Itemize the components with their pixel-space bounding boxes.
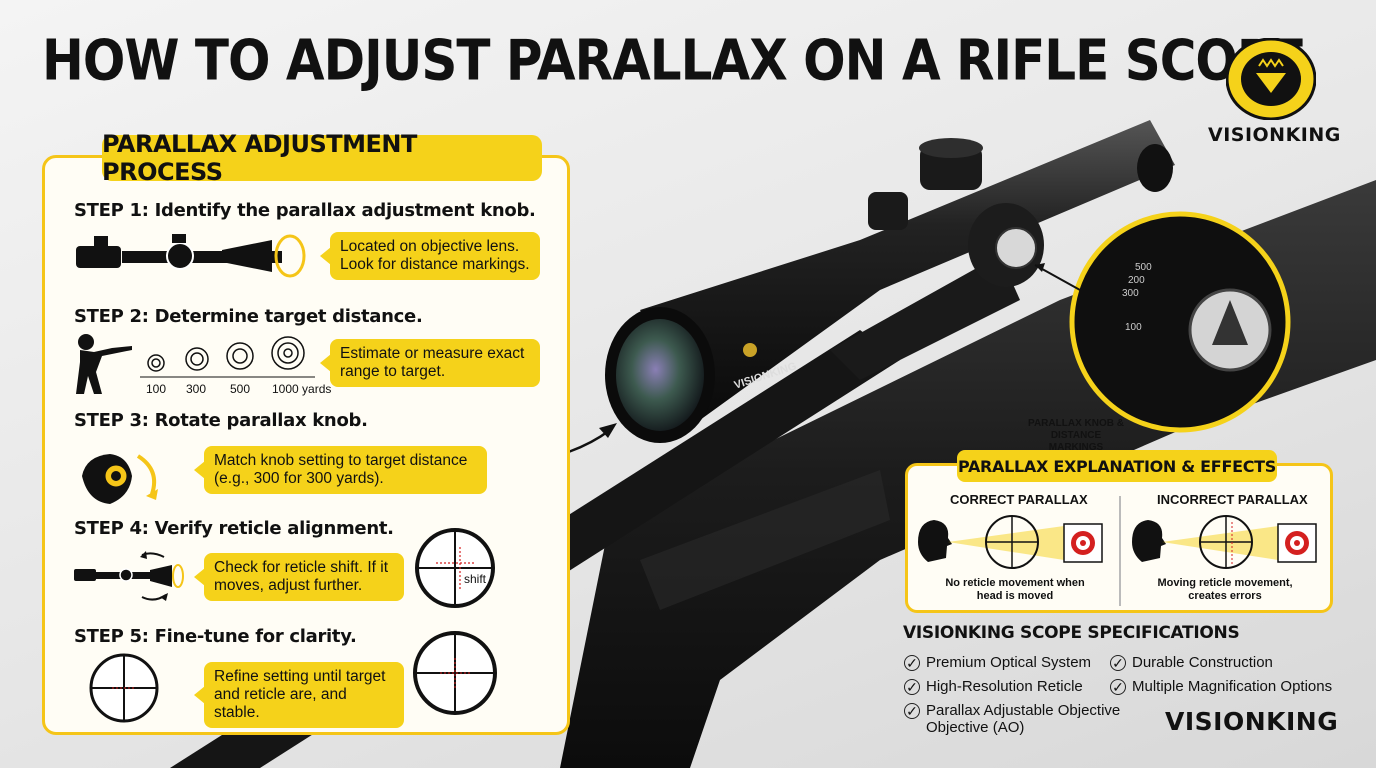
spec-label: Parallax Adjustable Objective Objective … [926,702,1121,736]
knob-zoom-circle [1069,211,1291,433]
page-title: HOW TO ADJUST PARALLAX ON A RIFLE SCOPE [42,28,1307,93]
distance-label: 300 [186,382,207,396]
knob-mark-label: 100 [1125,322,1142,333]
reticle-icon-left [89,653,159,723]
brand-name-top: VISIONKING [1208,124,1341,146]
spec-item: ✓ Parallax Adjustable Objective Objective… [904,702,1134,736]
check-icon: ✓ [904,655,920,671]
process-header: PARALLAX ADJUSTMENT PROCESS [102,130,542,186]
correct-parallax-diagram [918,515,1103,569]
step-2-title: STEP 2: Determine target distance. [74,306,423,327]
spec-label: High-Resolution Reticle [926,678,1083,695]
check-icon: ✓ [904,679,920,695]
knob-mark-label: 300 [1122,288,1139,299]
step-4-title: STEP 4: Verify reticle alignment. [74,518,394,539]
step-1-note: Located on objective lens. Look for dist… [320,232,540,280]
distance-targets [140,336,315,378]
step-3-title: STEP 3: Rotate parallax knob. [74,410,368,431]
reticle-shift-icon [415,528,495,608]
step-2-note: Estimate or measure exact range to targe… [320,339,540,387]
reticle-shift-label: shift [464,572,487,586]
brand-name-bottom: VISIONKING [1165,707,1339,736]
check-icon: ✓ [1110,679,1126,695]
scope-icon [76,234,306,278]
brand-logo-icon [1226,38,1316,120]
specs-title: VISIONKING SCOPE SPECIFICATIONS [903,623,1240,643]
shooter-icon [76,334,132,394]
step-5-note: Refine setting until target and reticle … [194,662,404,728]
scope-mount [830,255,1020,380]
correct-heading: CORRECT PARALLAX [950,492,1088,507]
windage-turret [868,192,908,230]
scope-tube [640,120,1175,420]
knob-mark-label: 200 [1128,275,1145,286]
incorrect-note: Moving reticle movement, creates errors [1157,577,1293,602]
stock-texture [640,470,890,610]
step-3-note: Match knob setting to target distance (e… [194,446,487,494]
knob-caption: PARALLAX KNOB & DISTANCE MARKINGS [1028,418,1124,453]
panel-divider [1119,496,1121,606]
hand-rotate-icon [82,454,158,504]
distance-label: 500 [230,382,251,396]
step-5-title: STEP 5: Fine-tune for clarity. [74,626,357,647]
spec-item: ✓ Multiple Magnification Options [1110,678,1332,695]
spec-item: ✓ Durable Construction [1110,654,1273,671]
knob-mark-label: 500 [1135,262,1152,273]
knob-distance-marks: 500 200 300 100 [1122,262,1152,333]
spec-label: Premium Optical System [926,654,1092,671]
spec-label: Multiple Magnification Options [1132,678,1333,695]
incorrect-heading: INCORRECT PARALLAX [1157,492,1308,507]
small-scope-icon [74,551,184,601]
distance-label: 1000 yards [272,382,332,396]
objective-lens [616,319,704,431]
step-1-title: STEP 1: Identify the parallax adjustment… [74,200,536,221]
check-icon: ✓ [1110,655,1126,671]
check-icon: ✓ [904,703,920,719]
explanation-header: PARALLAX EXPLANATION & EFFECTS [957,450,1277,482]
spec-label: Durable Construction [1132,654,1273,671]
step-4-note: Check for reticle shift. If it moves, ad… [194,553,404,601]
incorrect-parallax-diagram [1132,515,1317,569]
spec-item: ✓ High-Resolution Reticle [904,678,1083,695]
distance-label: 100 [146,382,167,396]
spec-item: ✓ Premium Optical System [904,654,1091,671]
reticle-icon-right [413,631,497,715]
correct-note: No reticle movement when head is moved [945,577,1085,602]
